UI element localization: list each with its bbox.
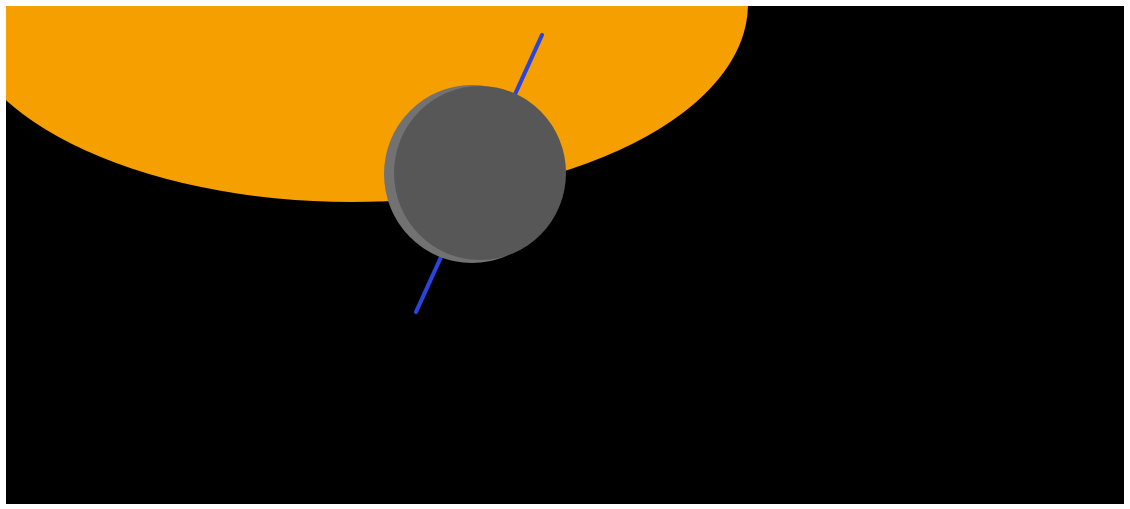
gray-disc (394, 86, 566, 260)
